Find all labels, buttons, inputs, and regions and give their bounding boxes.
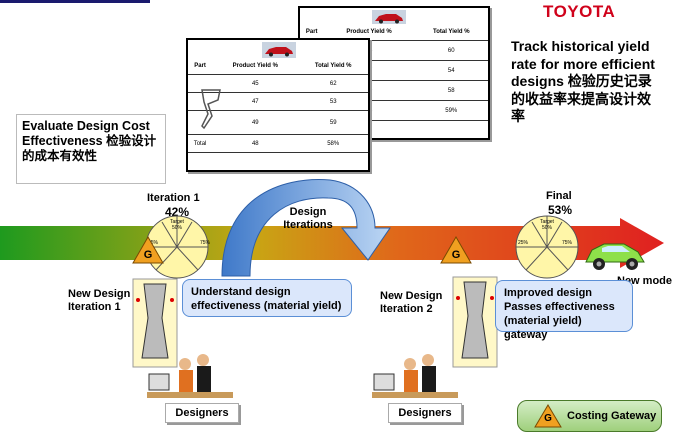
gauge-left-pct: 25% [148,240,159,246]
designers-illustration-icon [372,354,458,398]
design-iterations-label: Design Iterations [283,206,333,231]
iteration1-pct: 42% [165,205,190,219]
new-design-iteration1-label: New Design Iteration 1 [68,288,131,313]
table-cell: Total [188,134,213,153]
table-cell: 47 [212,92,299,111]
final-title: Final [546,190,572,202]
gauge-left-pct: 25% [518,240,529,246]
table-header: Total Yield % [414,24,488,41]
iteration1-title: Iteration 1 [147,192,200,204]
table-header: Product Yield % [212,58,299,75]
table-cell: 60 [414,40,488,61]
car-thumbnail-icon [372,10,406,24]
table-cell: 58% [298,134,368,153]
improved-design-box: Improved design Passes effectiveness (ma… [495,280,633,341]
table-cell: 59% [414,100,488,121]
gauge-right-pct: 75% [200,240,211,246]
gateway-badge-icon [132,236,164,264]
header-bar [0,0,150,3]
gauge-right-pct: 75% [562,240,573,246]
part-drawing-icon [132,278,178,368]
designers-illustration-icon [147,354,233,398]
new-design-iteration2-label: New Design Iteration 2 [380,290,443,315]
gateway-badge-icon [440,236,472,264]
car-thumbnail-icon [262,42,296,58]
part-sketch-icon [201,89,221,130]
table-cell [188,74,213,93]
toyota-logo: TOYOTA [543,2,616,21]
costing-gateway-label: Costing Gateway [567,410,657,422]
table-cell: 54 [414,60,488,81]
designers-label: Designers [165,403,239,423]
gateway-badge-letter: G [544,413,552,424]
table-header: Part [188,58,213,75]
designers-label: Designers [388,403,462,423]
table-cell: 48 [212,134,299,153]
table-cell: 45 [212,74,299,93]
table-cell: 62 [298,74,368,93]
final-gauge [515,215,579,279]
evaluate-text: Evaluate Design Cost Effectiveness 检验设计的… [16,114,166,184]
final-pct: 53% [548,203,573,217]
table-cell: 59 [298,110,368,135]
gateway-badge-icon [534,404,562,428]
iteration-curved-arrow [221,179,391,277]
track-historical-text: Track historical yield rate for more eff… [511,38,655,124]
gateway-badge-letter: G [451,249,461,261]
table-cell: 49 [212,110,299,135]
gateway-badge-letter: G [143,249,153,261]
table-cell: 58 [414,80,488,101]
new-car-icon [585,243,645,270]
understand-effectiveness-box: Understand design effectiveness (materia… [182,279,352,317]
table-cell: 53 [298,92,368,111]
table-header: Total Yield % [298,58,368,75]
